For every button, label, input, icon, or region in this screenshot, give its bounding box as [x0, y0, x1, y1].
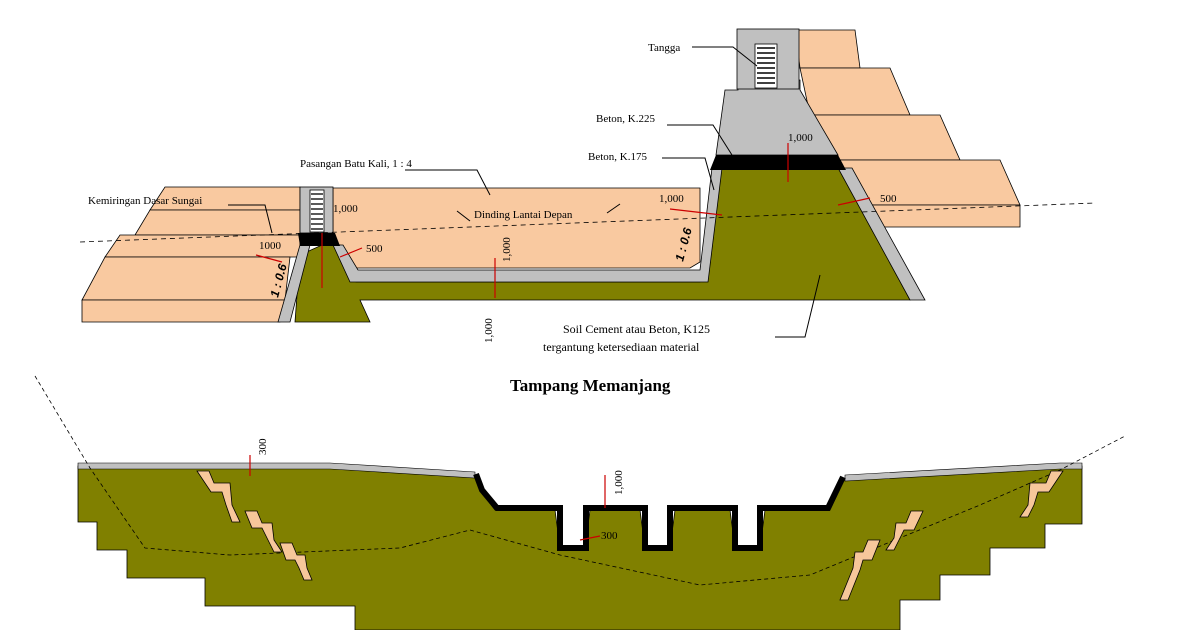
dim-sill-500: 500 [366, 243, 383, 255]
label-riverbed-slope: Kemiringan Dasar Sungai [88, 195, 202, 207]
cross-dim-center-h [579, 535, 601, 541]
weir-black-layer [710, 155, 846, 170]
dim-weir-height: 1,000 [788, 132, 813, 144]
section-title: Tampang Memanjang [510, 376, 671, 395]
dim-sill-height: 1,000 [333, 203, 358, 215]
cross-channel-lining [473, 472, 846, 551]
riverbed-slope-line [79, 202, 1096, 243]
cross-dim-300-center: 300 [601, 530, 618, 542]
cross-surface-right [844, 462, 1083, 482]
label-stairs: Tangga [648, 42, 680, 54]
cross-section: 300 1,000 300 [34, 375, 1126, 630]
dim-upstream-1000: 1,000 [659, 193, 684, 205]
dimension-ticks [255, 143, 871, 298]
end-sill-black-layer [298, 233, 340, 246]
dim-upstream-500: 500 [880, 193, 897, 205]
cross-dim-1000-center: 1,000 [613, 470, 625, 495]
end-sill-stairs-icon [311, 193, 323, 230]
stilling-basin-fill [332, 187, 701, 269]
longitudinal-section: Tangga Beton, K.225 Beton, K.175 Pasanga… [79, 28, 1096, 354]
cross-steps-right [839, 470, 1064, 601]
cross-steps-left [196, 470, 313, 581]
label-soil-cement-2: tergantung ketersediaan material [543, 340, 700, 354]
stairs-icon [757, 47, 775, 84]
dim-bottom-1000: 1,000 [483, 318, 495, 343]
weir-stairs-frame [754, 43, 778, 89]
label-masonry: Pasangan Batu Kali, 1 : 4 [300, 158, 412, 170]
downstream-bank-steps [81, 186, 301, 323]
end-sill-stairs-frame [309, 189, 325, 233]
label-concrete-k225: Beton, K.225 [596, 113, 655, 125]
dim-basin-depth: 1,000 [501, 237, 513, 262]
leader-lines [228, 46, 821, 338]
dim-sill-low: 1000 [259, 240, 282, 252]
label-soil-cement-1: Soil Cement atau Beton, K125 [563, 322, 710, 336]
label-concrete-k175: Beton, K.175 [588, 151, 647, 163]
cross-dim-300-left: 300 [257, 438, 269, 455]
label-front-floor-wall: Dinding Lantai Depan [474, 209, 573, 221]
